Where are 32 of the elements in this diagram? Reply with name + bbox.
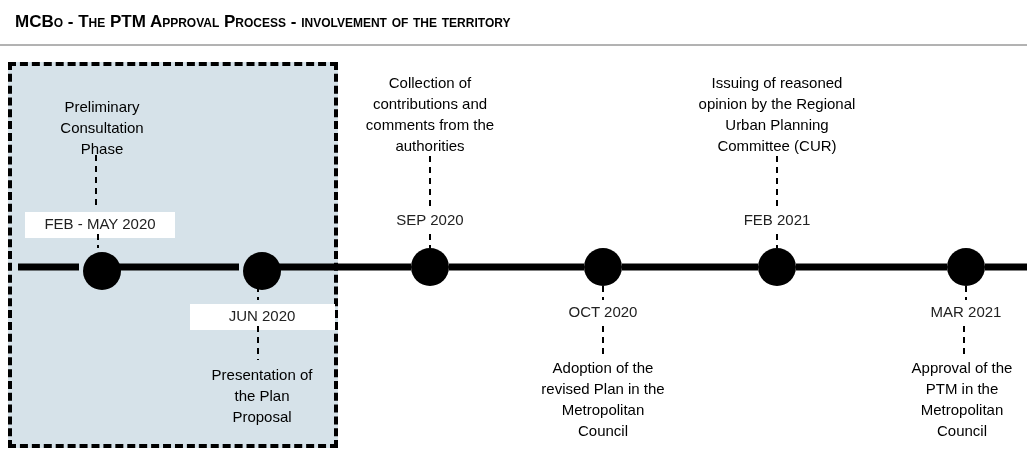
leader-line: [429, 155, 431, 209]
milestone-description: Issuing of reasoned opinion by the Regional Urban Planning Committee (CUR): [692, 72, 862, 156]
milestone-dot: [243, 252, 281, 290]
date-label: FEB - MAY 2020: [25, 212, 175, 238]
milestone-description: Approval of the PTM in the Metropolitan Council: [900, 357, 1024, 441]
date-label: MAR 2021: [916, 300, 1016, 326]
milestone-dot: [758, 248, 796, 286]
timeline-segment: [796, 263, 947, 271]
leader-line: [776, 233, 778, 249]
leader-line: [776, 155, 778, 209]
timeline-segment: [622, 263, 758, 271]
milestone-dot: [584, 248, 622, 286]
milestone-description: Collection of contributions and comments from the authorities: [345, 72, 515, 156]
phase-panel: [8, 62, 338, 448]
date-label: FEB 2021: [727, 208, 827, 234]
diagram-title: MCBo - The PTM Approval Process - involvement of the territory: [15, 12, 511, 32]
leader-line: [965, 285, 967, 301]
milestone-dot: [947, 248, 985, 286]
leader-line: [97, 233, 99, 249]
milestone-dot: [411, 248, 449, 286]
milestone-dot: [83, 252, 121, 290]
leader-line: [602, 285, 604, 301]
date-label: OCT 2020: [553, 300, 653, 326]
timeline-segment: [277, 263, 411, 271]
leader-line: [429, 233, 431, 249]
date-label: JUN 2020: [189, 304, 335, 330]
leader-line: [257, 325, 259, 361]
milestone-description: Adoption of the revised Plan in the Metropolitan Council: [540, 357, 666, 441]
date-label: SEP 2020: [380, 208, 480, 234]
milestone-description: Presentation of the Plan Proposal: [203, 364, 321, 427]
milestone-description: Preliminary Consultation Phase: [47, 96, 157, 159]
timeline-segment: [449, 263, 584, 271]
